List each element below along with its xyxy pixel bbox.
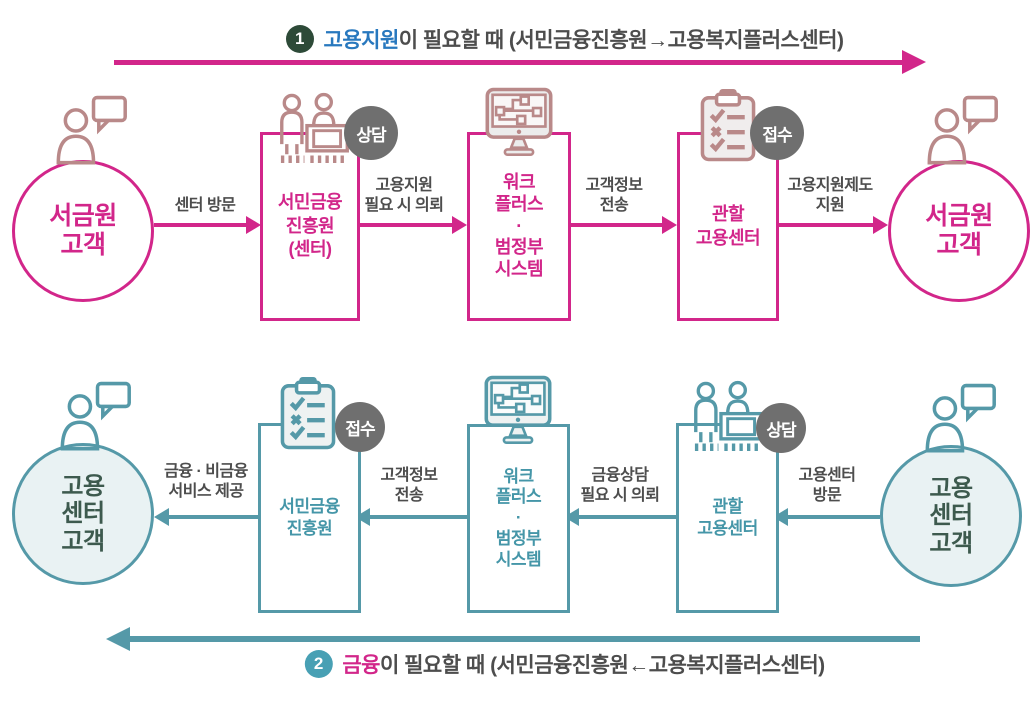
person-speech-bubble-icon xyxy=(917,94,1005,168)
node-seogeumwon-customer-left: 서금원 고객 xyxy=(12,160,154,302)
flow1-arrow-label-support: 고용지원제도 지원 xyxy=(787,177,873,214)
flow1-title-highlight: 고용지원 xyxy=(323,29,400,52)
node-kinfa-center: 서민금융 진흥원 (센터) xyxy=(260,132,360,321)
flow2-arrow2-line xyxy=(578,515,676,519)
badge-intake: 접수 xyxy=(750,106,804,160)
flow1-arrow1-line xyxy=(154,223,248,227)
node-kinfa: 서민금융 진흥원 xyxy=(258,423,361,613)
node-seogeumwon-customer-right: 서금원 고객 xyxy=(888,160,1030,302)
node-label: 서민금융 진흥원 (센터) xyxy=(277,192,343,260)
flow1-arrow-label-info: 고객정보 전송 xyxy=(585,177,643,214)
node-label: 고용 센터 고객 xyxy=(61,472,105,555)
flow2-arrow-label-services: 금융 · 비금융 서비스 제공 xyxy=(164,463,248,500)
flow2-direction-arrow-head xyxy=(106,627,130,651)
flow1-arrow1-head xyxy=(246,216,261,234)
flow2-title-text: 금융이 필요할 때 (서민금융진흥원←고용복지플러스센터) xyxy=(342,649,825,679)
node-label: 서민금융 진흥원 xyxy=(279,496,340,538)
flow1-arrow4-line xyxy=(773,223,874,227)
person-speech-bubble-icon xyxy=(915,382,1003,456)
node-local-employment-center: 관할 고용센터 xyxy=(676,423,779,613)
flow2-step-badge: 2 xyxy=(304,650,333,678)
node-label: 관할 고용센터 xyxy=(695,204,761,248)
node-local-employment-center: 관할 고용센터 xyxy=(677,132,779,321)
flow1-arrow-label-referral: 고용지원 필요 시 의뢰 xyxy=(364,177,445,214)
flow2-arrow3-line xyxy=(369,515,467,519)
flow1-title: 1 고용지원이 필요할 때 (서민금융진흥원→고용복지플러스센터) xyxy=(285,24,844,54)
reception-counter-icon xyxy=(270,92,354,166)
flow2-title-rest: 이 필요할 때 (서민금융진흥원←고용복지플러스센터) xyxy=(379,654,825,677)
flow1-step-badge: 1 xyxy=(285,25,314,53)
flow2-direction-arrow-line xyxy=(128,636,920,642)
flow1-arrow-label-visit: 센터 방문 xyxy=(174,197,236,214)
flow2-arrow1-line xyxy=(787,515,880,519)
monitor-flowchart-icon xyxy=(481,374,555,448)
flow1-arrow3-line xyxy=(565,223,663,227)
person-speech-bubble-icon xyxy=(46,94,134,168)
node-label: 고용 센터 고객 xyxy=(929,474,973,557)
badge-intake: 접수 xyxy=(335,402,385,452)
node-workplus-system: 워크 플러스 · 범정부 시스템 xyxy=(467,132,571,321)
flow2-title-highlight: 금융 xyxy=(342,654,380,677)
badge-counseling: 상담 xyxy=(756,403,806,453)
flow2-arrow-label-visit: 고용센터 방문 xyxy=(798,467,856,504)
flow1-direction-arrow-line xyxy=(114,60,906,65)
flow2-title: 2 금융이 필요할 때 (서민금융진흥원←고용복지플러스센터) xyxy=(304,649,825,679)
node-label: 서금원 고객 xyxy=(49,202,117,259)
reception-counter-icon xyxy=(684,380,768,454)
flow1-arrow2-line xyxy=(354,223,453,227)
flow2-arrow4-line xyxy=(168,515,258,519)
node-label: 서금원 고객 xyxy=(925,202,993,259)
flow2-arrow-label-info: 고객정보 전송 xyxy=(380,467,438,504)
flow1-arrow2-head xyxy=(452,216,467,234)
flow1-arrow3-head xyxy=(662,216,677,234)
node-workplus-system: 워크 플러스 · 범정부 시스템 xyxy=(467,424,570,613)
node-employment-center-customer-right: 고용 센터 고객 xyxy=(880,445,1022,587)
flow1-direction-arrow-head xyxy=(902,50,926,74)
flow1-arrow4-head xyxy=(873,216,888,234)
node-label: 관할 고용센터 xyxy=(697,496,758,538)
monitor-flowchart-icon xyxy=(482,86,556,160)
node-label: 워크 플러스 · 범정부 시스템 xyxy=(494,171,544,280)
badge-counseling: 상담 xyxy=(344,106,398,160)
flow2-arrow-label-referral: 금융상담 필요 시 의뢰 xyxy=(580,467,661,504)
clipboard-checklist-icon xyxy=(277,377,339,451)
node-employment-center-customer-left: 고용 센터 고객 xyxy=(12,443,154,585)
person-speech-bubble-icon xyxy=(50,380,138,454)
flow1-title-rest: 이 필요할 때 (서민금융진흥원→고용복지플러스센터) xyxy=(398,29,844,52)
flow2-arrow4-head xyxy=(154,508,169,526)
flow1-title-text: 고용지원이 필요할 때 (서민금융진흥원→고용복지플러스센터) xyxy=(324,24,844,54)
node-label: 워크 플러스 · 범정부 시스템 xyxy=(495,466,542,569)
